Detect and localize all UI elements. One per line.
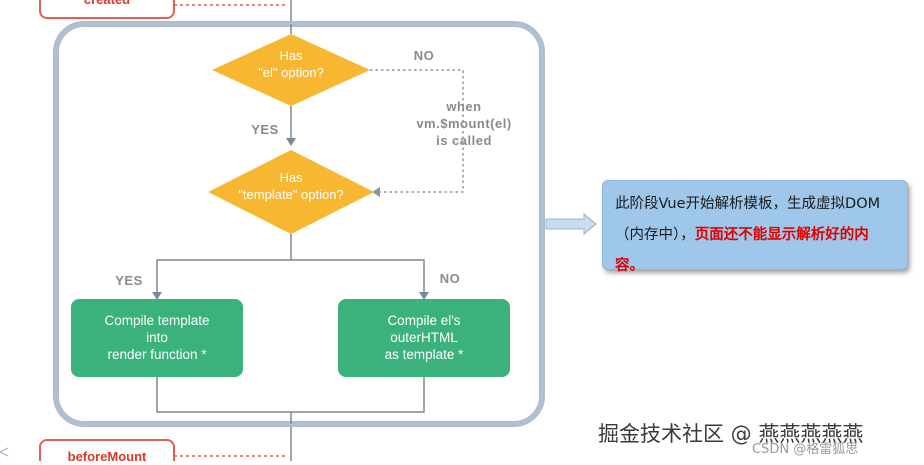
- before-mount-hook-label: beforeMount: [67, 449, 147, 464]
- template-no-label: NO: [439, 271, 461, 286]
- el-option-diamond: [212, 34, 370, 106]
- note-plain-text: 此阶段Vue开始解析模板，生成虚拟DOM（内存中），: [615, 196, 881, 243]
- template-option-line2: "template" option?: [238, 187, 344, 202]
- watermark-text: 掘金技术社区 @ 燕燕燕燕燕: [598, 422, 864, 446]
- compile-outer-text: Compile el's outerHTML as template *: [338, 312, 510, 363]
- el-option-text: Has "el" option?: [231, 47, 351, 81]
- template-option-text: Has "template" option?: [216, 169, 366, 203]
- el-yes-label: YES: [251, 122, 279, 137]
- created-hook-label: created: [40, 0, 174, 8]
- template-yes-label: YES: [115, 273, 143, 288]
- compile-template-text: Compile template into render function *: [71, 312, 243, 363]
- left-edge-arrow: [0, 447, 9, 457]
- el-no-dashed-path: [370, 69, 464, 193]
- el-yes-arrowhead: [286, 138, 296, 146]
- el-option-line2: "el" option?: [258, 65, 324, 80]
- el-no-label: NO: [413, 48, 435, 63]
- created-hook-box: [39, 0, 175, 19]
- el-option-line1: Has: [279, 48, 303, 63]
- before-mount-hook-box: [39, 439, 175, 461]
- el-no-arrowhead: [372, 187, 380, 197]
- compile-template-line3: render function *: [107, 347, 207, 362]
- template-no-arrowhead: [419, 292, 429, 300]
- template-yes-arrowhead: [152, 292, 162, 300]
- compile-template-line2: into: [146, 330, 168, 345]
- stage-note-box: 此阶段Vue开始解析模板，生成虚拟DOM（内存中），页面还不能显示解析好的内容。: [602, 180, 908, 274]
- mount-line1: when: [446, 99, 482, 114]
- compile-outer-line2: outerHTML: [390, 330, 458, 345]
- mount-line2: vm.$mount(el): [416, 116, 512, 131]
- compile-outer-line3: as template *: [384, 347, 464, 362]
- compile-outer-box: [338, 299, 510, 377]
- csdn-watermark-text: CSDN @格雷狐思: [752, 442, 859, 457]
- compile-template-box: [71, 299, 243, 377]
- mount-condition-label: when vm.$mount(el) is called: [404, 98, 524, 149]
- template-branch-line: [156, 259, 425, 294]
- compile-outer-line1: Compile el's: [387, 313, 461, 328]
- note-red-text: 页面还不能显示解析好的内容。: [615, 227, 869, 274]
- stage-frame-inner: [55, 23, 543, 425]
- note-pointer-arrow: [545, 212, 597, 236]
- mount-line3: is called: [436, 133, 492, 148]
- template-option-line1: Has: [279, 170, 303, 185]
- template-option-diamond: [208, 150, 374, 234]
- compile-template-line1: Compile template: [104, 313, 210, 328]
